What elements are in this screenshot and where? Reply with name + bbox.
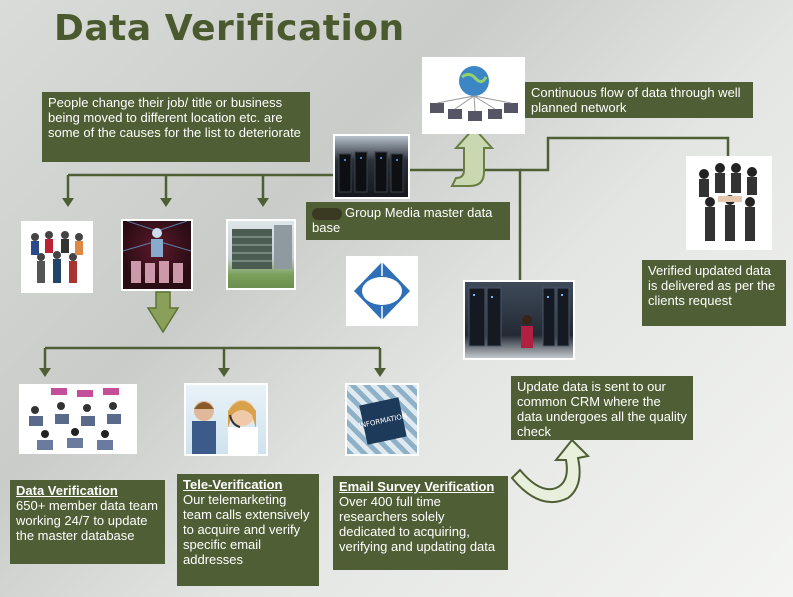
company-logo-icon <box>346 256 418 326</box>
master-db-text: Group Media master data base <box>312 205 493 235</box>
arrow-head <box>257 198 269 207</box>
verified-text: Verified updated data is delivered as pe… <box>648 263 776 308</box>
crm-box: Update data is sent to our common CRM wh… <box>511 376 693 440</box>
figures-collage-image <box>121 219 193 291</box>
curved-arrow-crm <box>510 438 591 503</box>
tele-verification-heading: Tele-Verification <box>183 477 283 492</box>
data-team-image <box>19 384 137 454</box>
tele-verification-box: Tele-Verification Our telemarketing team… <box>177 474 319 586</box>
causes-box: People change their job/ title or busine… <box>42 92 310 162</box>
page-title: Data Verification <box>54 8 405 49</box>
crm-text: Update data is sent to our common CRM wh… <box>517 379 687 439</box>
data-verification-text: 650+ member data team working 24/7 to up… <box>16 498 158 543</box>
data-center-image <box>463 280 575 360</box>
server-room-image <box>333 134 410 199</box>
network-text: Continuous flow of data through well pla… <box>531 85 741 115</box>
email-survey-text: Over 400 full time researchers solely de… <box>339 494 496 554</box>
information-label: INFORMATION <box>358 397 408 445</box>
email-survey-heading: Email Survey Verification <box>339 479 495 494</box>
connector-line <box>66 173 410 200</box>
verified-box: Verified updated data is delivered as pe… <box>642 260 786 326</box>
call-center-image <box>184 383 268 456</box>
people-group-image <box>21 221 93 293</box>
arrow-head <box>374 368 386 377</box>
block-arrow-down <box>146 291 180 334</box>
curved-arrow-up <box>450 126 495 187</box>
connector-line <box>43 346 382 370</box>
arrow-head <box>39 368 51 377</box>
email-information-image: INFORMATION <box>345 383 419 456</box>
redacted-logo-icon <box>312 207 342 220</box>
arrow-head <box>160 198 172 207</box>
tele-verification-text: Our telemarketing team calls extensively… <box>183 492 310 567</box>
data-verification-box: Data Verification 650+ member data team … <box>10 480 165 564</box>
network-box: Continuous flow of data through well pla… <box>525 82 753 118</box>
office-building-image <box>226 219 296 290</box>
connector-line <box>520 136 730 172</box>
arrow-head <box>62 198 74 207</box>
network-image <box>422 57 525 134</box>
team-hands-image <box>686 156 772 250</box>
causes-text: People change their job/ title or busine… <box>48 95 301 140</box>
arrow-head <box>218 368 230 377</box>
data-verification-heading: Data Verification <box>16 483 118 498</box>
master-db-box: Group Media master data base <box>306 202 510 240</box>
email-survey-box: Email Survey Verification Over 400 full … <box>333 476 508 570</box>
